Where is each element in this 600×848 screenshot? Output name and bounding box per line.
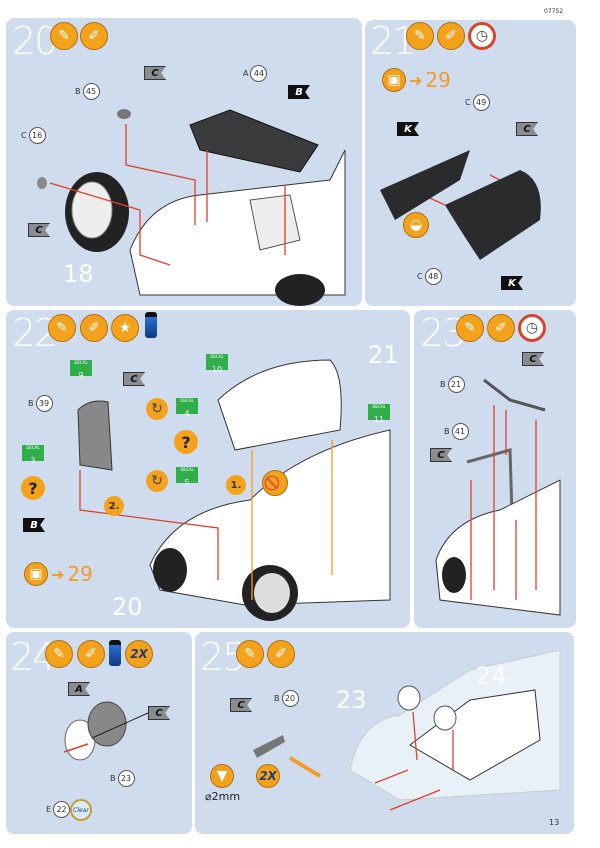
paint-icon: ✐ xyxy=(77,640,105,668)
glue-icon: ✎ xyxy=(456,314,484,342)
color-flag: C xyxy=(123,372,145,386)
drill-icon: ▼ xyxy=(210,764,234,788)
goto-step: ▣➔29 xyxy=(382,68,451,92)
part-16 xyxy=(37,177,47,189)
pin-part-20 xyxy=(253,735,285,758)
panel-part-48 xyxy=(445,170,541,260)
quantity-badge: 2X xyxy=(256,764,280,788)
paint-part-icon: ▣ xyxy=(24,562,48,586)
tape-icon: ◒ xyxy=(403,212,429,238)
bar-part-21 xyxy=(483,378,546,412)
goto-step: ▣➔29 xyxy=(24,562,93,586)
part-45 xyxy=(117,109,131,119)
decal-icon: ★ xyxy=(111,314,139,342)
no-glue-icon: ⃠ xyxy=(262,470,288,496)
paint-icon: ✐ xyxy=(487,314,515,342)
spare-wheel xyxy=(65,172,129,252)
drill-size: ⌀2mm xyxy=(205,790,241,803)
bottle-icon xyxy=(145,312,157,338)
part-reference: 18 xyxy=(63,260,94,288)
rotate-icon: ↻ xyxy=(146,470,168,492)
part-reference: 23 xyxy=(336,686,367,714)
quantity-badge: 2X xyxy=(125,640,153,668)
color-flag: B xyxy=(288,85,310,99)
bottle-icon xyxy=(109,640,121,666)
page-number: 13 xyxy=(549,818,560,827)
paint-icon: ✐ xyxy=(80,314,108,342)
part-reference: 20 xyxy=(112,593,143,621)
question-icon: ? xyxy=(174,430,198,454)
color-flag: K xyxy=(397,122,419,136)
clock-icon: ◷ xyxy=(518,314,546,342)
step-number: 20 xyxy=(12,19,58,63)
question-icon: ? xyxy=(21,476,45,500)
glue-icon: ✎ xyxy=(48,314,76,342)
paint-icon: ✐ xyxy=(437,22,465,50)
rod-part-41 xyxy=(466,448,514,516)
step-21-panel xyxy=(365,20,576,306)
seat-cover-part-44 xyxy=(189,109,319,173)
clear-part-badge: Clear xyxy=(70,799,92,821)
hood-part-21 xyxy=(217,359,342,451)
car-front-body xyxy=(149,429,391,606)
color-flag: K xyxy=(501,276,523,290)
paint-icon: ✐ xyxy=(80,22,108,50)
sequence-badge: 1. xyxy=(226,475,246,495)
glue-icon: ✎ xyxy=(406,22,434,50)
car-rear-body xyxy=(129,149,346,306)
grille-part-39 xyxy=(77,400,113,471)
headlight-part-23 xyxy=(87,701,127,747)
glue-icon: ✎ xyxy=(50,22,78,50)
color-flag: C xyxy=(148,706,170,720)
paint-part-icon: ▣ xyxy=(382,68,406,92)
color-flag: C xyxy=(430,448,452,462)
part-reference: 24 xyxy=(476,662,507,690)
clock-icon: ◷ xyxy=(468,22,496,50)
glue-icon: ✎ xyxy=(236,640,264,668)
color-flag: C xyxy=(144,66,166,80)
rotate-icon: ↻ xyxy=(146,398,168,420)
glue-icon: ✎ xyxy=(45,640,73,668)
sequence-badge: 2. xyxy=(104,496,124,516)
product-code: 07752 xyxy=(544,8,564,15)
panel-part-49 xyxy=(380,150,470,220)
part-reference: 21 xyxy=(368,341,399,369)
paint-icon: ✐ xyxy=(267,640,295,668)
color-flag: B xyxy=(23,518,45,532)
